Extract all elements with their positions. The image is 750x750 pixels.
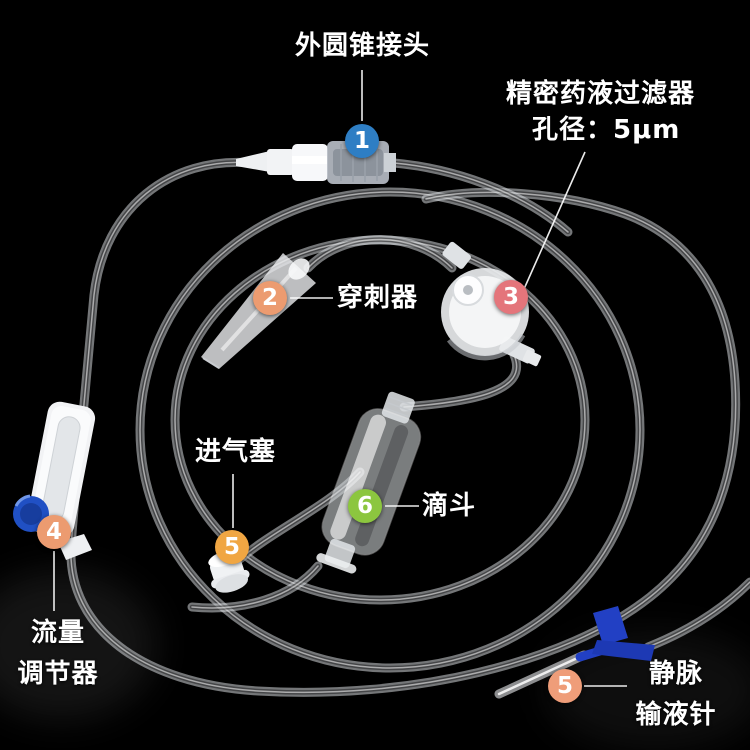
filter-label-line1: 精密药液过滤器 (506, 79, 696, 109)
callout-label-luer-connector: 外圆锥接头 (295, 31, 431, 61)
iv-needle (494, 606, 655, 699)
callout-badge-1: 1 (345, 124, 379, 158)
callout-badge-5: 5 (215, 530, 249, 564)
callout-badge-4: 4 (37, 515, 71, 549)
roller-clamp (13, 401, 96, 560)
iv-needle-label-line1: 静脉 (648, 659, 703, 689)
callout-label-filter: 精密药液过滤器 孔径：5μm (506, 76, 695, 148)
callout-label-flow-regulator: 流量 调节器 (10, 613, 106, 695)
filter-label-line2: 孔径：5μm (532, 115, 681, 145)
callout-badge-3: 3 (494, 280, 528, 314)
background-glow (0, 570, 750, 750)
callout-label-iv-needle: 静脉 输液针 (626, 654, 726, 736)
luer-connector (236, 141, 396, 184)
callout-label-air-vent: 进气塞 (195, 437, 277, 467)
callout-label-drip-chamber: 滴斗 (422, 491, 477, 521)
flow-regulator-label-line1: 流量 (30, 618, 85, 648)
flow-regulator-label-line2: 调节器 (17, 659, 99, 689)
drip-chamber (316, 391, 422, 574)
callout-line-3 (523, 151, 586, 290)
callout-badge-7: 5 (548, 669, 582, 703)
callout-label-spike: 穿刺器 (337, 283, 419, 313)
filter (441, 241, 542, 367)
callout-badge-6: 6 (348, 489, 382, 523)
callout-badge-2: 2 (253, 281, 287, 315)
callout-lines (53, 70, 627, 687)
iv-needle-label-line2: 输液针 (635, 700, 717, 730)
